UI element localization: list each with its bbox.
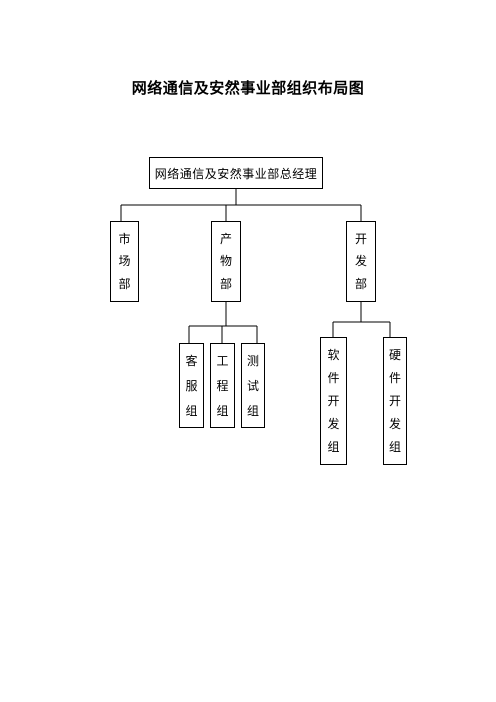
dept-product-char-3: 部 <box>219 276 232 291</box>
group-hardware-dev-box: 硬 件 开 发 组 <box>383 337 407 465</box>
group-customer-service-char-2: 服 <box>185 378 198 393</box>
dept-dev-box: 开 发 部 <box>346 221 376 302</box>
group-customer-service-char-3: 组 <box>185 403 198 418</box>
dept-product-char-2: 物 <box>219 254 232 269</box>
group-testing-char-2: 试 <box>246 378 259 393</box>
group-customer-service-char-1: 客 <box>185 353 198 368</box>
group-hardware-dev-char-5: 组 <box>388 439 401 454</box>
dept-product-box: 产 物 部 <box>211 221 241 302</box>
group-engineering-char-3: 组 <box>216 403 229 418</box>
group-software-dev-char-1: 软 <box>327 348 340 363</box>
group-software-dev-char-3: 开 <box>327 393 340 408</box>
dept-market-char-3: 部 <box>118 276 131 291</box>
group-testing-char-1: 测 <box>246 353 259 368</box>
group-hardware-dev-char-4: 发 <box>388 416 401 431</box>
dept-market-box: 市 场 部 <box>110 221 139 302</box>
dept-dev-char-3: 部 <box>354 276 367 291</box>
group-software-dev-char-2: 件 <box>327 371 340 386</box>
group-software-dev-box: 软 件 开 发 组 <box>320 337 347 465</box>
group-engineering-box: 工 程 组 <box>210 343 235 428</box>
page-title: 网络通信及安然事业部组织布局图 <box>131 79 365 97</box>
dept-market-char-1: 市 <box>118 232 131 247</box>
group-hardware-dev-char-1: 硬 <box>388 348 401 363</box>
group-testing-box: 测 试 组 <box>241 343 265 428</box>
dept-market-char-2: 场 <box>118 254 131 269</box>
group-engineering-char-1: 工 <box>216 353 229 368</box>
dept-dev-char-1: 开 <box>354 232 367 247</box>
dept-dev-char-2: 发 <box>354 254 367 269</box>
group-software-dev-char-4: 发 <box>327 416 340 431</box>
dept-product-char-1: 产 <box>219 232 232 247</box>
group-hardware-dev-char-3: 开 <box>388 393 401 408</box>
group-hardware-dev-char-2: 件 <box>388 371 401 386</box>
general-manager-label: 网络通信及安然事业部总经理 <box>154 166 318 181</box>
general-manager-box: 网络通信及安然事业部总经理 <box>149 157 323 189</box>
group-engineering-char-2: 程 <box>216 378 229 393</box>
group-customer-service-box: 客 服 组 <box>179 343 204 428</box>
group-software-dev-char-5: 组 <box>327 439 340 454</box>
group-testing-char-3: 组 <box>246 403 259 418</box>
